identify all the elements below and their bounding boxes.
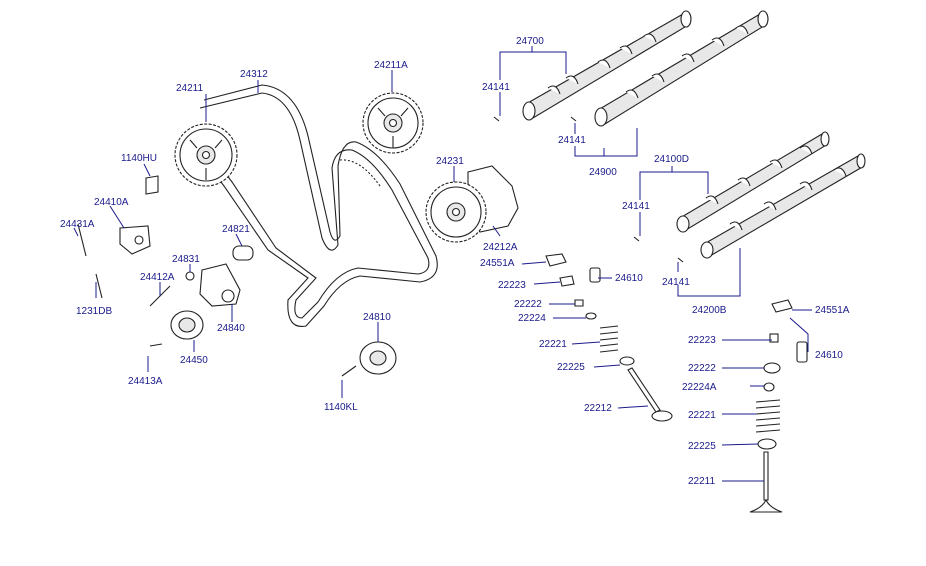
label-24141-a: 24141 [482, 82, 510, 93]
label-22224A: 22224A [682, 382, 717, 393]
cam-sprocket-24211A [362, 92, 424, 154]
label-24141-d: 24141 [662, 277, 690, 288]
label-24610-b: 24610 [815, 350, 843, 361]
part-number-labels: 24211 24312 24211A 24700 24141 24141 249… [60, 36, 850, 487]
sprocket-24231 [425, 165, 519, 243]
label-24141-c: 24141 [622, 201, 650, 212]
camshaft-dowel-pins [493, 116, 684, 263]
label-24211: 24211 [176, 83, 204, 94]
label-1140KL: 1140KL [324, 402, 358, 413]
label-22223-a: 22223 [498, 280, 526, 291]
cam-sprocket-24211 [174, 123, 238, 187]
label-24840: 24840 [217, 323, 245, 334]
tensioner-assembly [77, 175, 254, 347]
label-22225-b: 22225 [688, 441, 716, 452]
label-22212: 22212 [584, 403, 612, 414]
idler-pulley [341, 341, 397, 377]
label-22222-b: 22222 [688, 363, 716, 374]
label-24831: 24831 [172, 254, 200, 265]
camshaft-upper-right [594, 10, 769, 127]
label-22221-b: 22221 [688, 410, 716, 421]
label-24231: 24231 [436, 156, 464, 167]
label-24410A: 24410A [94, 197, 129, 208]
label-24412A: 24412A [140, 272, 175, 283]
label-24141-b: 24141 [558, 135, 586, 146]
leader-lines [73, 46, 812, 482]
label-22211: 22211 [688, 476, 716, 487]
label-22222-a: 22222 [514, 299, 542, 310]
label-1140HU: 1140HU [121, 153, 157, 164]
label-24312: 24312 [240, 69, 268, 80]
camshaft-lower-right [700, 153, 866, 259]
label-1231DB: 1231DB [76, 306, 112, 317]
label-24810: 24810 [363, 312, 391, 323]
label-22225-a: 22225 [557, 362, 585, 373]
timing-belt [193, 84, 438, 328]
label-24413A: 24413A [128, 376, 163, 387]
label-22223-b: 22223 [688, 335, 716, 346]
label-24211A: 24211A [374, 60, 408, 71]
label-24551A-a: 24551A [480, 258, 515, 269]
label-24610-a: 24610 [615, 273, 643, 284]
label-24450: 24450 [180, 355, 208, 366]
label-24431A: 24431A [60, 219, 95, 230]
camshaft-upper-left [522, 10, 692, 121]
label-24700: 24700 [516, 36, 544, 47]
label-24100D: 24100D [654, 154, 689, 165]
valve-train-center [545, 253, 673, 422]
label-22224: 22224 [518, 313, 546, 324]
label-24900: 24900 [589, 167, 617, 178]
label-24821: 24821 [222, 224, 250, 235]
label-24551A-b: 24551A [815, 305, 850, 316]
label-22221-a: 22221 [539, 339, 567, 350]
label-24212A: 24212A [483, 242, 518, 253]
camshaft-lower-left [676, 131, 830, 233]
valve-train-right [749, 299, 808, 513]
label-24200B: 24200B [692, 305, 727, 316]
